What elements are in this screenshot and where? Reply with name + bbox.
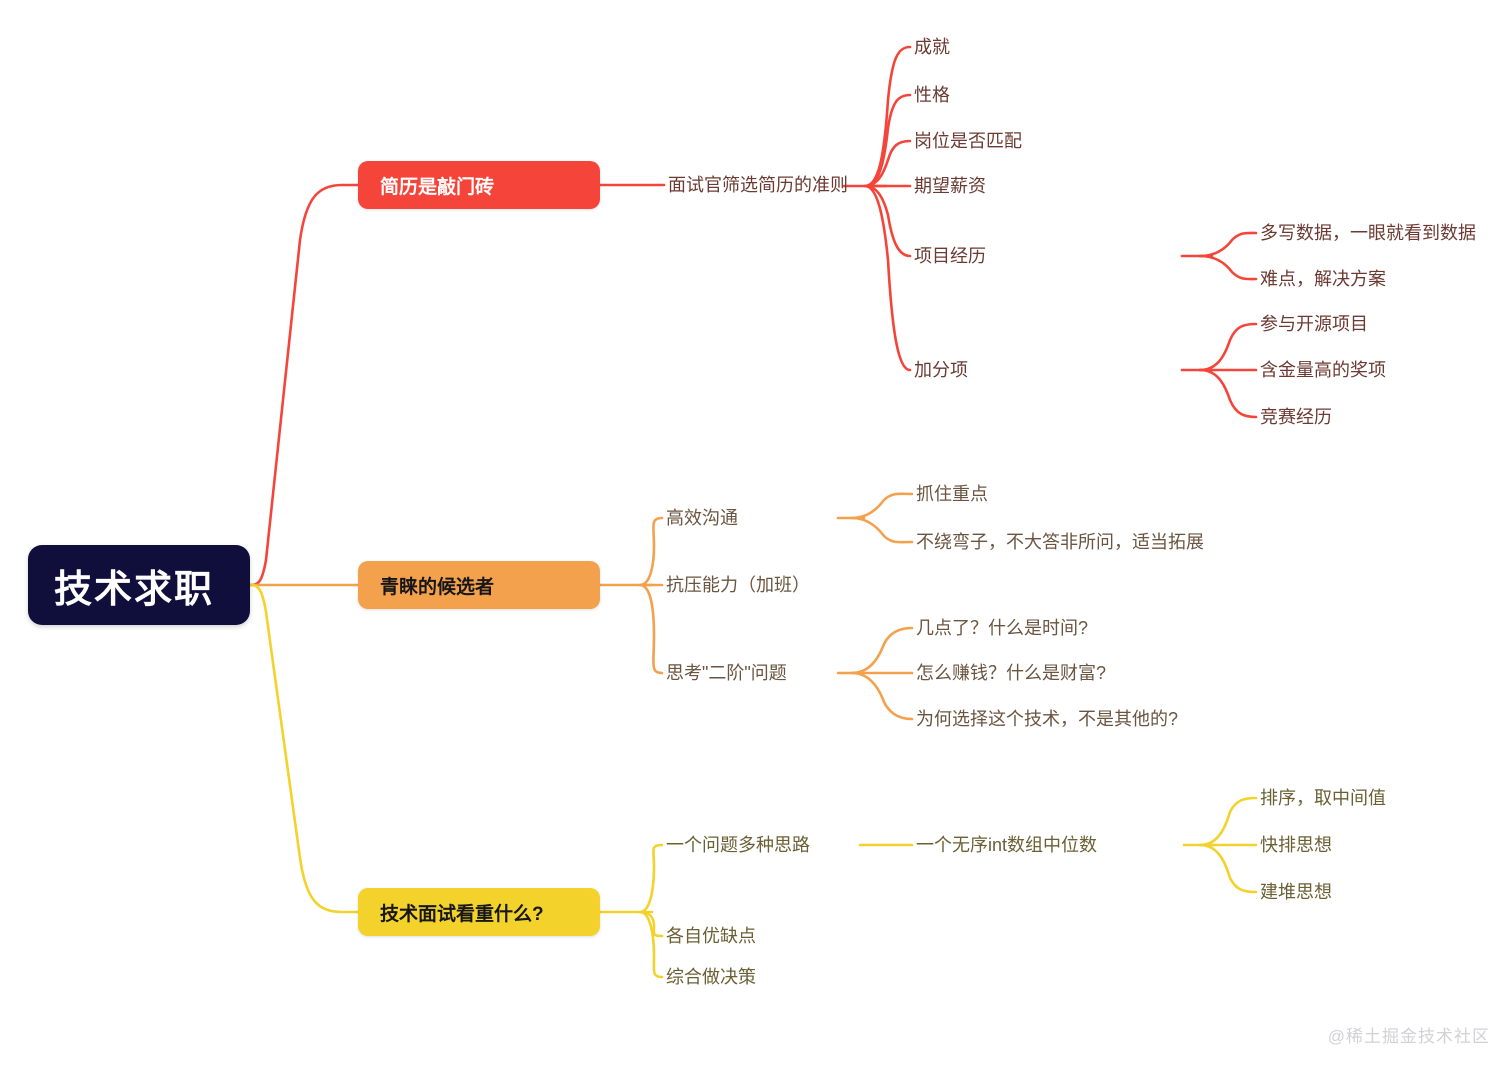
leaf-valuable-award[interactable]: 含金量高的奖项 [1260,360,1386,380]
leaf-second-order-thinking[interactable]: 思考"二阶"问题 [666,663,787,683]
leaf-comprehensive-decision[interactable]: 综合做决策 [666,967,756,987]
connector-criteria-to-jobmatch [863,139,912,188]
leaf-criteria[interactable]: 面试官筛选简历的准则 [668,175,848,195]
branch-node-candidate[interactable]: 青睐的候选者 [358,561,600,609]
leaf-what-is-wealth[interactable]: 怎么赚钱？什么是财富? [916,663,1107,683]
leaf-bonus-points[interactable]: 加分项 [914,360,968,380]
leaf-competition[interactable]: 竞赛经历 [1260,407,1332,427]
leaf-sort-take-middle[interactable]: 排序，取中间值 [1260,788,1386,808]
connector-secondorder-to-tech [850,671,914,721]
connector-bonus-to-opensource [1198,322,1258,372]
leaf-job-match[interactable]: 岗位是否匹配 [914,131,1022,151]
connector-criteria-to-achievement [863,45,912,188]
leaf-median-of-unsorted-array[interactable]: 一个无序int数组中位数 [916,835,1098,855]
connector-bonus-to-contest [1198,368,1258,419]
connector-root-to-interview [248,583,360,914]
leaf-stress-resistance[interactable]: 抗压能力（加班） [666,575,810,595]
connector-candidate-to-communication [638,516,664,587]
branch-node-resume[interactable]: 简历是敲门砖 [358,161,600,209]
branch-node-resume-label: 简历是敲门砖 [380,176,495,198]
leaf-pros-and-cons[interactable]: 各自优缺点 [666,926,756,946]
root-node-label: 技术求职 [54,568,215,611]
connector-secondorder-to-time [850,626,914,675]
leaf-expected-salary[interactable]: 期望薪资 [914,176,986,196]
leaf-open-source[interactable]: 参与开源项目 [1260,314,1368,334]
leaf-quicksort-idea[interactable]: 快排思想 [1260,835,1332,855]
connector-interview-to-proscons [638,910,664,938]
connector-project-to-difficulty [1198,254,1258,281]
leaf-difficulty-solution[interactable]: 难点，解决方案 [1260,269,1386,289]
leaf-grasp-key-point[interactable]: 抓住重点 [916,484,988,504]
leaf-project-experience[interactable]: 项目经历 [914,246,986,266]
connector-root-to-resume [248,183,360,587]
connector-median-to-sort [1198,796,1258,847]
leaf-why-this-technology[interactable]: 为何选择这个技术，不是其他的? [916,709,1179,729]
leaf-what-is-time[interactable]: 几点了？什么是时间? [916,618,1089,638]
branch-node-interview[interactable]: 技术面试看重什么? [358,888,600,936]
leaf-personality[interactable]: 性格 [914,85,950,105]
connector-criteria-to-project [863,184,912,258]
connector-criteria-to-bonus [863,184,912,372]
connector-communication-to-direct [850,516,914,544]
connector-communication-to-keypoint [850,492,914,520]
connector-project-to-data [1198,231,1258,258]
leaf-no-beating-around-bush[interactable]: 不绕弯子，不大答非所问，适当拓展 [916,532,1204,552]
branch-node-interview-label: 技术面试看重什么? [380,903,544,925]
leaf-write-data[interactable]: 多写数据，一眼就看到数据 [1260,223,1476,243]
leaf-achievement[interactable]: 成就 [914,37,950,57]
branch-node-candidate-label: 青睐的候选者 [380,576,495,598]
leaf-heap-idea[interactable]: 建堆思想 [1260,882,1332,902]
connector-interview-to-decision [638,910,664,979]
leaf-multiple-approaches[interactable]: 一个问题多种思路 [666,835,810,855]
watermark: @稀土掘金技术社区 [1327,1027,1490,1046]
connector-criteria-to-personality [863,93,912,188]
connector-interview-to-multiapproach [638,843,664,914]
connector-candidate-to-secondorder [638,583,664,675]
root-node[interactable]: 技术求职 [28,545,250,625]
connector-median-to-heap [1198,843,1258,894]
leaf-efficient-communication[interactable]: 高效沟通 [666,508,738,528]
